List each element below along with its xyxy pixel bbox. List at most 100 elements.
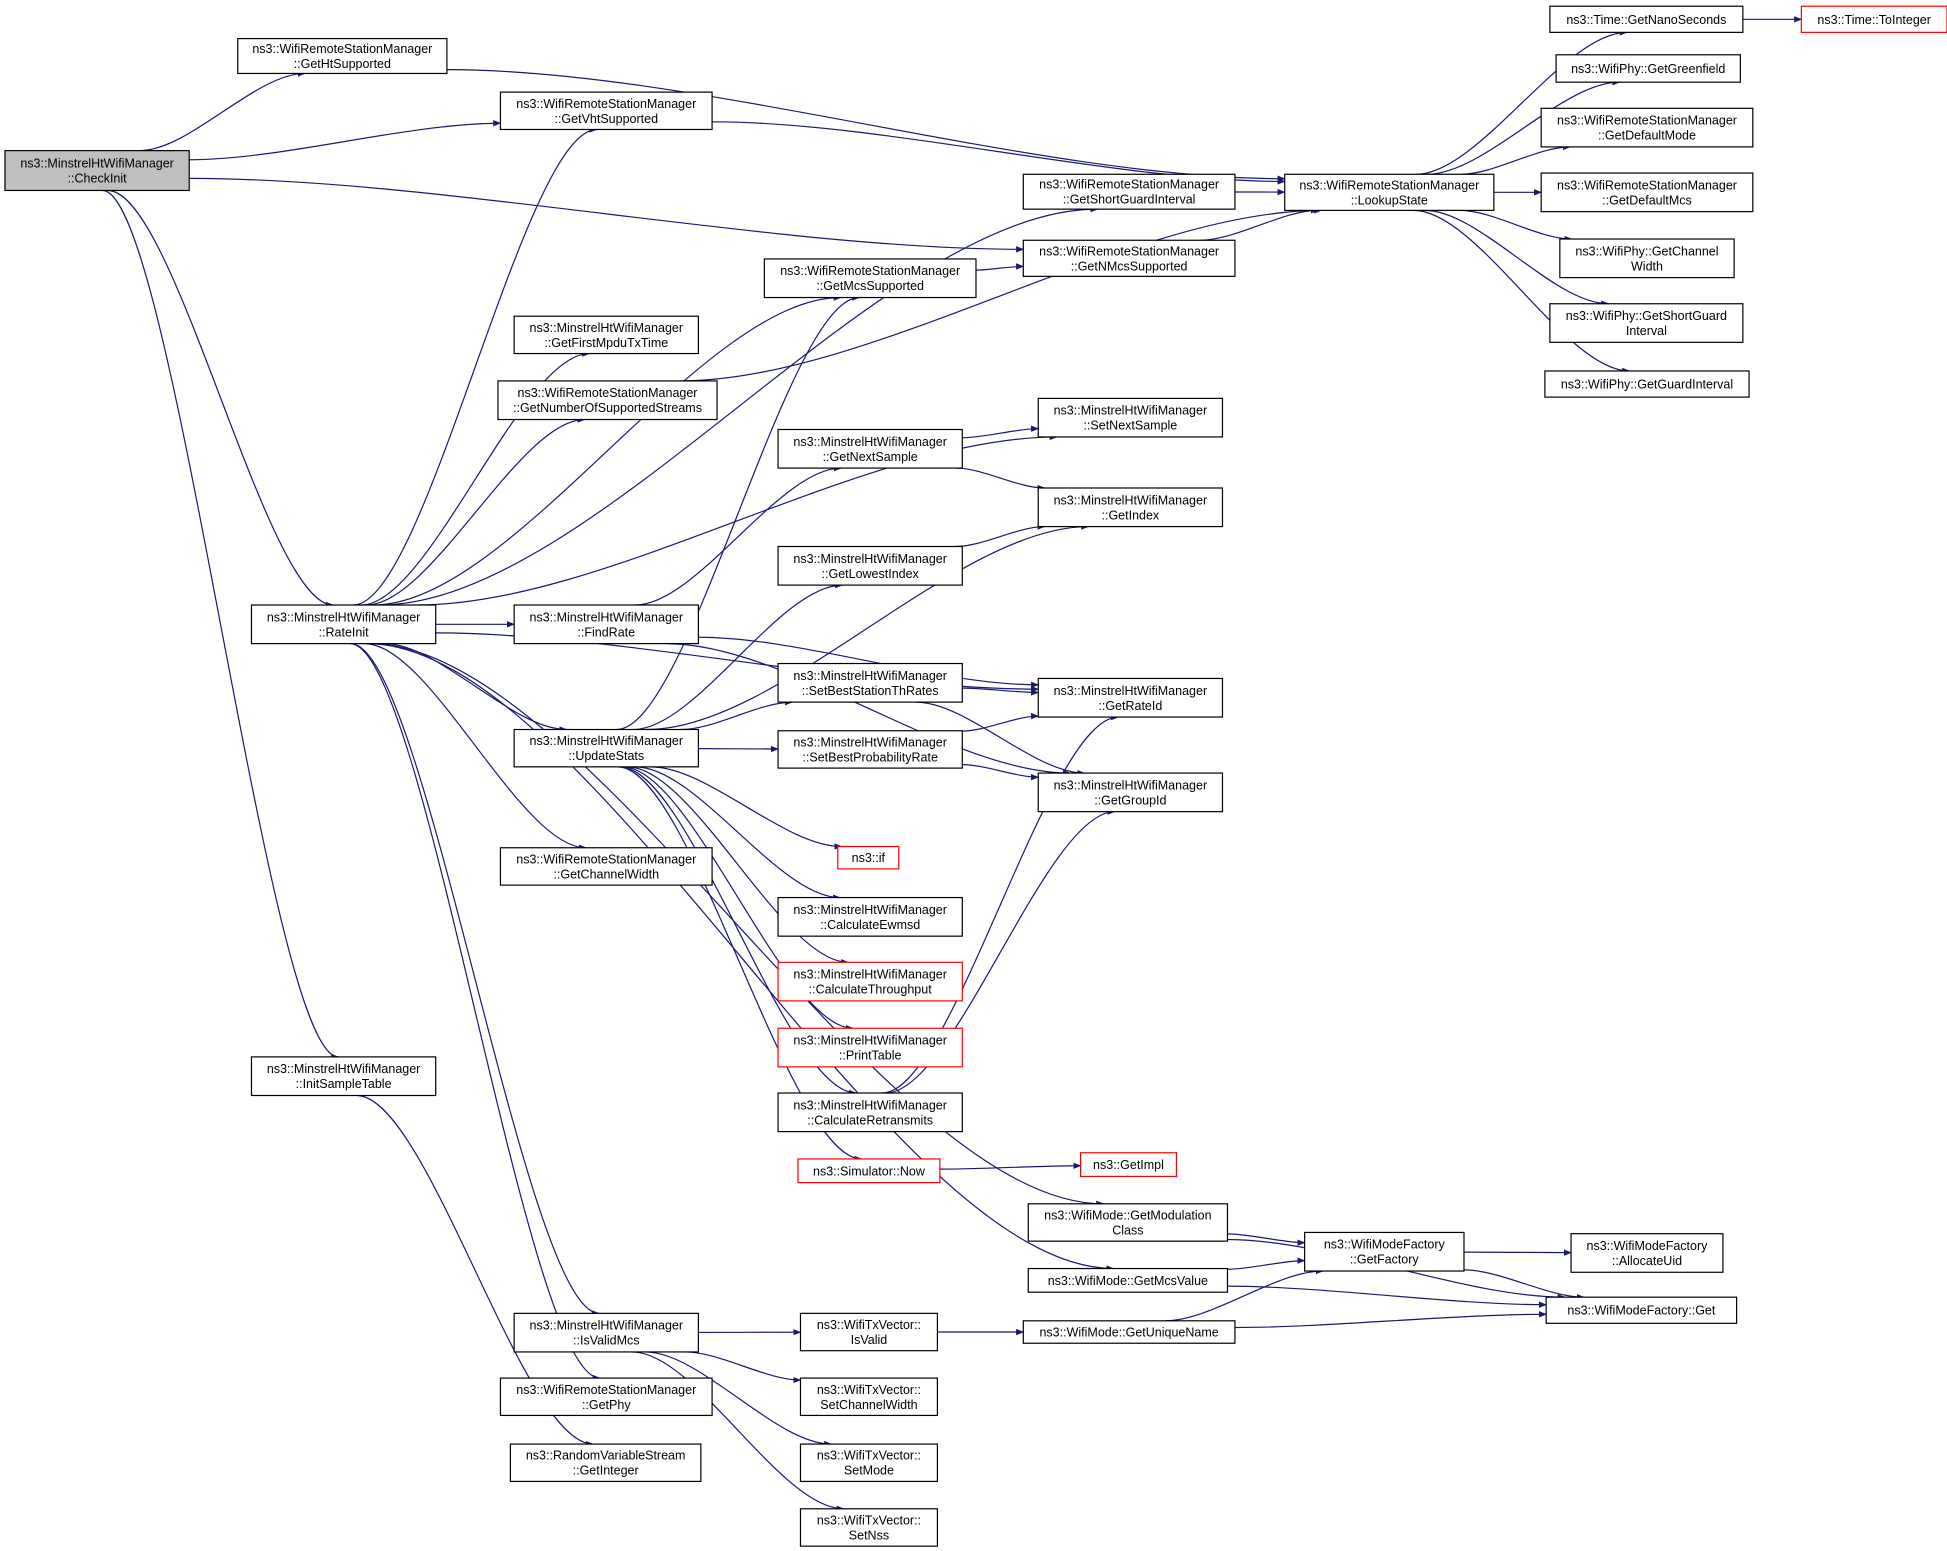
node-checkinit[interactable]: ns3::MinstrelHtWifiManager::CheckInit <box>4 150 190 192</box>
node-box <box>509 1443 702 1483</box>
node-setbestprobabilityrate[interactable]: ns3::MinstrelHtWifiManager::SetBestProba… <box>777 730 963 769</box>
node-rateinit[interactable]: ns3::MinstrelHtWifiManager::RateInit <box>250 604 437 645</box>
node-if[interactable]: ns3::if <box>837 845 900 870</box>
node-setbeststationthrates[interactable]: ns3::MinstrelHtWifiManager::SetBestStati… <box>777 662 963 703</box>
node-getrateid[interactable]: ns3::MinstrelHtWifiManager::GetRateId <box>1037 677 1224 718</box>
node-getphy[interactable]: ns3::WifiRemoteStationManager::GetPhy <box>499 1377 713 1417</box>
node-printtable[interactable]: ns3::MinstrelHtWifiManager::PrintTable <box>777 1027 963 1068</box>
node-box <box>799 1312 938 1352</box>
node-box <box>777 1027 963 1068</box>
node-getinteger[interactable]: ns3::RandomVariableStream::GetInteger <box>509 1443 702 1483</box>
node-box <box>1540 172 1754 213</box>
edge-getuniquename-to-getfactory <box>1164 1267 1324 1322</box>
node-getfactory[interactable]: ns3::WifiModeFactory::GetFactory <box>1304 1231 1465 1272</box>
node-getshortguardinterval[interactable]: ns3::WifiRemoteStationManager::GetShortG… <box>1022 173 1236 210</box>
edge-findrate-to-getnext <box>635 464 842 606</box>
edge-getlowest-to-getindex <box>955 523 1046 548</box>
node-label: ::GetMcsSupported <box>816 279 924 293</box>
node-box <box>513 604 699 645</box>
node-allocateuid[interactable]: ns3::WifiModeFactory::AllocateUid <box>1570 1233 1724 1273</box>
node-tointeger[interactable]: ns3::Time::ToInteger <box>1800 5 1947 33</box>
node-wifiphy-getchannelwidth[interactable]: ns3::WifiPhy::GetChannelWidth <box>1559 238 1735 279</box>
node-txvector-setchannelwidth[interactable]: ns3::WifiTxVector::SetChannelWidth <box>799 1377 938 1417</box>
node-getnmcs-supported[interactable]: ns3::WifiRemoteStationManager::GetNMcsSu… <box>1022 239 1236 277</box>
node-getmcsvalue[interactable]: ns3::WifiMode::GetMcsValue <box>1027 1267 1229 1293</box>
node-box <box>1549 5 1744 33</box>
node-label: ::CalculateEwmsd <box>820 918 920 932</box>
node-getnanoseconds[interactable]: ns3::Time::GetNanoSeconds <box>1549 5 1744 33</box>
node-label: ns3::WifiRemoteStationManager <box>1299 178 1479 192</box>
node-wifiphy-getguardinterval[interactable]: ns3::WifiPhy::GetGuardInterval <box>1544 370 1750 398</box>
edges-layer <box>102 16 1803 1512</box>
node-getht-supported[interactable]: ns3::WifiRemoteStationManager::GetHtSupp… <box>237 37 448 75</box>
edge-checkinit-to-getnmcs <box>189 177 1025 253</box>
node-findrate[interactable]: ns3::MinstrelHtWifiManager::FindRate <box>513 604 699 645</box>
node-getdefaultmcs[interactable]: ns3::WifiRemoteStationManager::GetDefaul… <box>1540 172 1754 213</box>
node-label: ns3::WifiModeFactory::Get <box>1567 1304 1715 1318</box>
node-getchannelwidth[interactable]: ns3::WifiRemoteStationManager::GetChanne… <box>499 847 713 886</box>
node-box <box>513 728 699 768</box>
node-getdefaultmode[interactable]: ns3::WifiRemoteStationManager::GetDefaul… <box>1540 107 1754 148</box>
node-label: ::GetVhtSupported <box>554 112 658 126</box>
node-box <box>1037 677 1224 718</box>
edge-getht-to-lookup <box>446 69 1286 182</box>
edge-rateinit-to-getmcs <box>372 294 842 606</box>
edge-getuniquename-to-factoryget <box>1234 1311 1547 1329</box>
node-getgreenfield[interactable]: ns3::WifiPhy::GetGreenfield <box>1555 54 1741 83</box>
node-label: ::GetHtSupported <box>294 57 391 71</box>
node-updatestats[interactable]: ns3::MinstrelHtWifiManager::UpdateStats <box>513 728 699 768</box>
edge-getmcsvalue-to-factoryget <box>1227 1285 1547 1308</box>
node-box <box>1545 1296 1738 1324</box>
node-isvalidmcs[interactable]: ns3::MinstrelHtWifiManager::IsValidMcs <box>513 1312 699 1353</box>
node-wifiphy-getshortguardinterval[interactable]: ns3::WifiPhy::GetShortGuardInterval <box>1549 303 1744 343</box>
edge-retransmits-to-getgroupid <box>885 808 1116 1094</box>
node-label: ns3::MinstrelHtWifiManager <box>20 157 174 171</box>
node-wifimodefactory-get[interactable]: ns3::WifiModeFactory::Get <box>1545 1296 1738 1324</box>
node-label: ::GetDefaultMcs <box>1602 193 1692 207</box>
edge-getmodclass-to-getfactory <box>1227 1233 1306 1246</box>
node-label: ::PrintTable <box>839 1049 902 1063</box>
node-getimpl[interactable]: ns3::GetImpl <box>1079 1152 1178 1178</box>
node-getmcs-supported[interactable]: ns3::WifiRemoteStationManager::GetMcsSup… <box>763 258 977 299</box>
node-label: ns3::MinstrelHtWifiManager <box>793 552 947 566</box>
node-calculatethroughput[interactable]: ns3::MinstrelHtWifiManager::CalculateThr… <box>777 961 963 1002</box>
node-label: ns3::RandomVariableStream <box>526 1449 686 1463</box>
edge-simnow-to-getimpl <box>939 1162 1082 1170</box>
node-txvector-setmode[interactable]: ns3::WifiTxVector::SetMode <box>799 1443 938 1483</box>
node-label: ns3::MinstrelHtWifiManager <box>793 735 947 749</box>
edge-getvht-to-lookup <box>712 121 1286 185</box>
edge-setbestprob-to-getgroupid <box>962 764 1040 781</box>
node-box <box>1304 1231 1465 1272</box>
node-box <box>777 545 963 586</box>
node-setnextsample[interactable]: ns3::MinstrelHtWifiManager::SetNextSampl… <box>1037 397 1224 438</box>
node-label: ::GetGroupId <box>1094 793 1166 807</box>
node-label: ::SetNextSample <box>1083 419 1177 433</box>
node-label: ns3::WifiRemoteStationManager <box>518 386 698 400</box>
node-getgroupid[interactable]: ns3::MinstrelHtWifiManager::GetGroupId <box>1037 772 1224 813</box>
node-label: ns3::MinstrelHtWifiManager <box>1054 684 1208 698</box>
node-box <box>250 1056 437 1097</box>
node-getnumberofsupportedstreams[interactable]: ns3::WifiRemoteStationManager::GetNumber… <box>497 380 718 421</box>
node-box <box>499 91 713 131</box>
node-getlowestindex[interactable]: ns3::MinstrelHtWifiManager::GetLowestInd… <box>777 545 963 586</box>
node-simulator-now[interactable]: ns3::Simulator::Now <box>797 1158 941 1184</box>
node-label: ::SetBestStationThRates <box>802 684 939 698</box>
node-getuniquename[interactable]: ns3::WifiMode::GetUniqueName <box>1022 1320 1236 1344</box>
node-txvector-isvalid[interactable]: ns3::WifiTxVector::IsValid <box>799 1312 938 1352</box>
node-txvector-setnss[interactable]: ns3::WifiTxVector::SetNss <box>799 1508 938 1547</box>
node-calculateewmsd[interactable]: ns3::MinstrelHtWifiManager::CalculateEwm… <box>777 896 963 937</box>
edge-updatestats-to-if <box>650 766 843 850</box>
node-initsampletable[interactable]: ns3::MinstrelHtWifiManager::InitSampleTa… <box>250 1056 437 1097</box>
node-label: ::RateInit <box>319 625 370 639</box>
node-label: ns3::WifiMode::GetModulation <box>1044 1208 1211 1222</box>
node-box <box>1540 107 1754 148</box>
node-label: ns3::WifiRemoteStationManager <box>1557 114 1737 128</box>
node-calculateretransmits[interactable]: ns3::MinstrelHtWifiManager::CalculateRet… <box>777 1092 963 1133</box>
node-getindex[interactable]: ns3::MinstrelHtWifiManager::GetIndex <box>1037 487 1224 528</box>
edge-getmcs-to-getnmcs <box>975 263 1025 271</box>
node-getnextsample[interactable]: ns3::MinstrelHtWifiManager::GetNextSampl… <box>777 428 963 469</box>
node-getvht-supported[interactable]: ns3::WifiRemoteStationManager::GetVhtSup… <box>499 91 713 131</box>
node-getfirstmpdutxtime[interactable]: ns3::MinstrelHtWifiManager::GetFirstMpdu… <box>513 315 699 355</box>
node-lookupstate[interactable]: ns3::WifiRemoteStationManager::LookupSta… <box>1284 173 1495 211</box>
